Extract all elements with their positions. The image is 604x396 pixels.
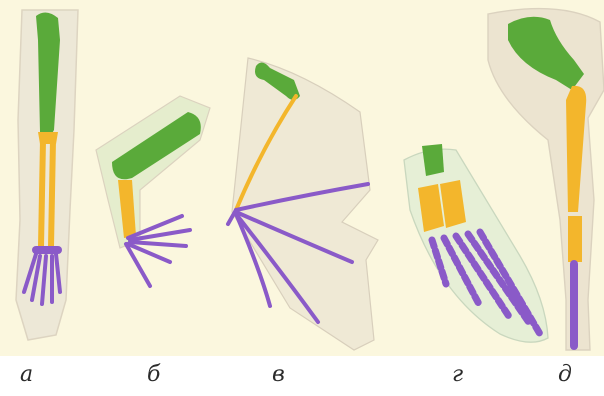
- label-b: б: [147, 364, 160, 386]
- label-c: в: [272, 364, 285, 386]
- label-d: г: [452, 364, 463, 386]
- label-e: д: [558, 364, 572, 386]
- cannon-bone: [568, 216, 582, 262]
- elbow-joint: [38, 132, 58, 144]
- label-a: а: [20, 364, 33, 386]
